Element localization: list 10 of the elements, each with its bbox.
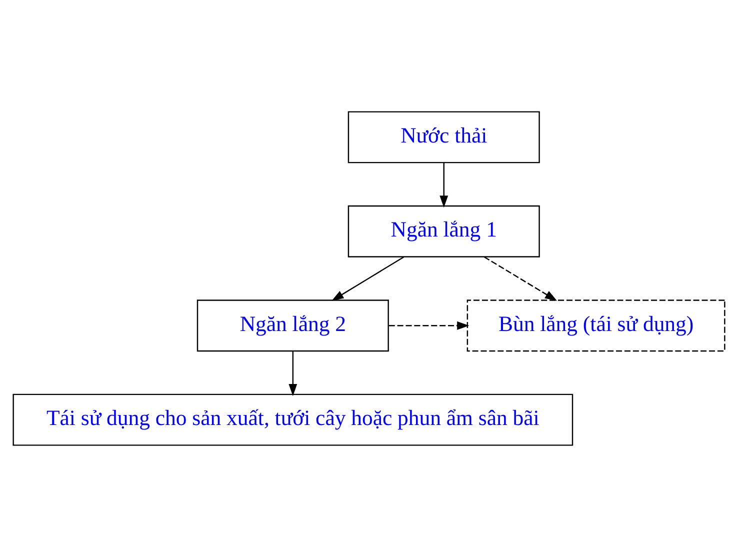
node-box: Ngăn lắng 2 — [196, 299, 389, 352]
node-box: Nước thải — [348, 110, 540, 163]
arrow — [484, 256, 558, 300]
node-box: Bùn lắng (tái sử dụng) — [466, 299, 726, 352]
arrow — [332, 256, 404, 300]
node-box: Tái sử dụng cho sản xuất, tưới cây hoặc phun ẩm sân bãi — [12, 393, 574, 446]
arrow — [288, 350, 298, 396]
arrow — [440, 162, 448, 208]
arrow — [388, 320, 470, 330]
node-box: Ngăn lắng 1 — [348, 204, 540, 257]
